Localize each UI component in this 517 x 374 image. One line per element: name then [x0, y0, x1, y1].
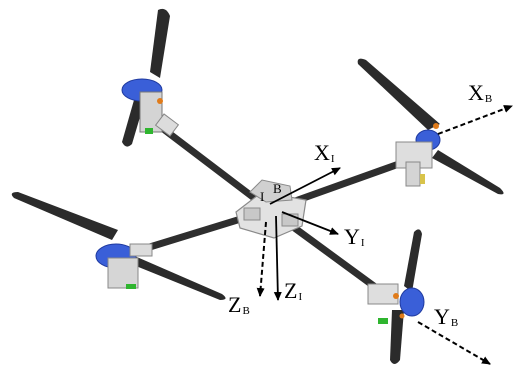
central-hub	[235, 179, 307, 239]
blade	[11, 192, 118, 240]
rotor-bottom-right	[367, 229, 425, 364]
motor-body	[367, 283, 399, 305]
zb-label-sub: B	[242, 305, 250, 317]
yi-label-sub: I	[360, 237, 365, 249]
xb-label-sub: B	[484, 93, 493, 105]
motor-base	[126, 284, 136, 289]
xb-axis-label: XB	[468, 82, 492, 105]
motor-mount	[399, 287, 425, 317]
xb-axis-arrow	[437, 105, 513, 135]
rotor-top-right	[357, 58, 504, 195]
xi-axis-label: XI	[314, 142, 335, 165]
zb-label-main: Z	[228, 292, 242, 317]
arm-clamp	[154, 113, 180, 137]
zb-axis-arrow	[256, 221, 267, 297]
rotor-top-left	[121, 8, 180, 147]
xi-label-main: X	[314, 140, 330, 165]
yi-axis-label: YI	[344, 226, 365, 249]
blade	[432, 150, 504, 195]
yi-axis-arrow	[281, 211, 339, 235]
origin-i-label: I	[260, 189, 265, 204]
xb-label-main: X	[468, 80, 484, 105]
motor-detail	[157, 98, 163, 104]
origin-b-label: B	[273, 181, 282, 196]
blade	[357, 58, 440, 130]
motor-base	[420, 174, 425, 184]
rotor-bottom-left	[11, 192, 226, 300]
motor-body	[107, 257, 139, 289]
arm-top-left	[158, 124, 274, 214]
motor-base	[378, 318, 388, 324]
zi-label-main: Z	[284, 278, 298, 303]
yb-axis-label: YB	[434, 306, 458, 329]
xi-label-sub: I	[330, 153, 335, 165]
yb-label-main: Y	[434, 304, 450, 329]
motor-detail	[433, 123, 439, 129]
zi-axis-label: ZI	[284, 280, 302, 303]
hub-block	[243, 207, 261, 221]
zi-axis-arrow	[273, 215, 282, 301]
motor-detail	[399, 313, 405, 319]
zi-label-sub: I	[298, 291, 303, 303]
blade	[390, 310, 404, 364]
yi-label-main: Y	[344, 224, 360, 249]
blade	[126, 254, 226, 300]
blade	[404, 229, 422, 292]
motor-detail	[393, 293, 399, 299]
motor-leg	[405, 161, 421, 187]
yb-axis-arrow	[417, 321, 491, 365]
blade	[150, 8, 170, 79]
yb-label-sub: B	[450, 317, 459, 329]
zb-axis-label: ZB	[228, 294, 250, 317]
inertial-axes	[269, 167, 341, 301]
motor-base	[145, 128, 153, 134]
xi-axis-arrow	[269, 167, 341, 205]
arm-clamp	[129, 243, 153, 257]
body-axes	[256, 105, 513, 365]
